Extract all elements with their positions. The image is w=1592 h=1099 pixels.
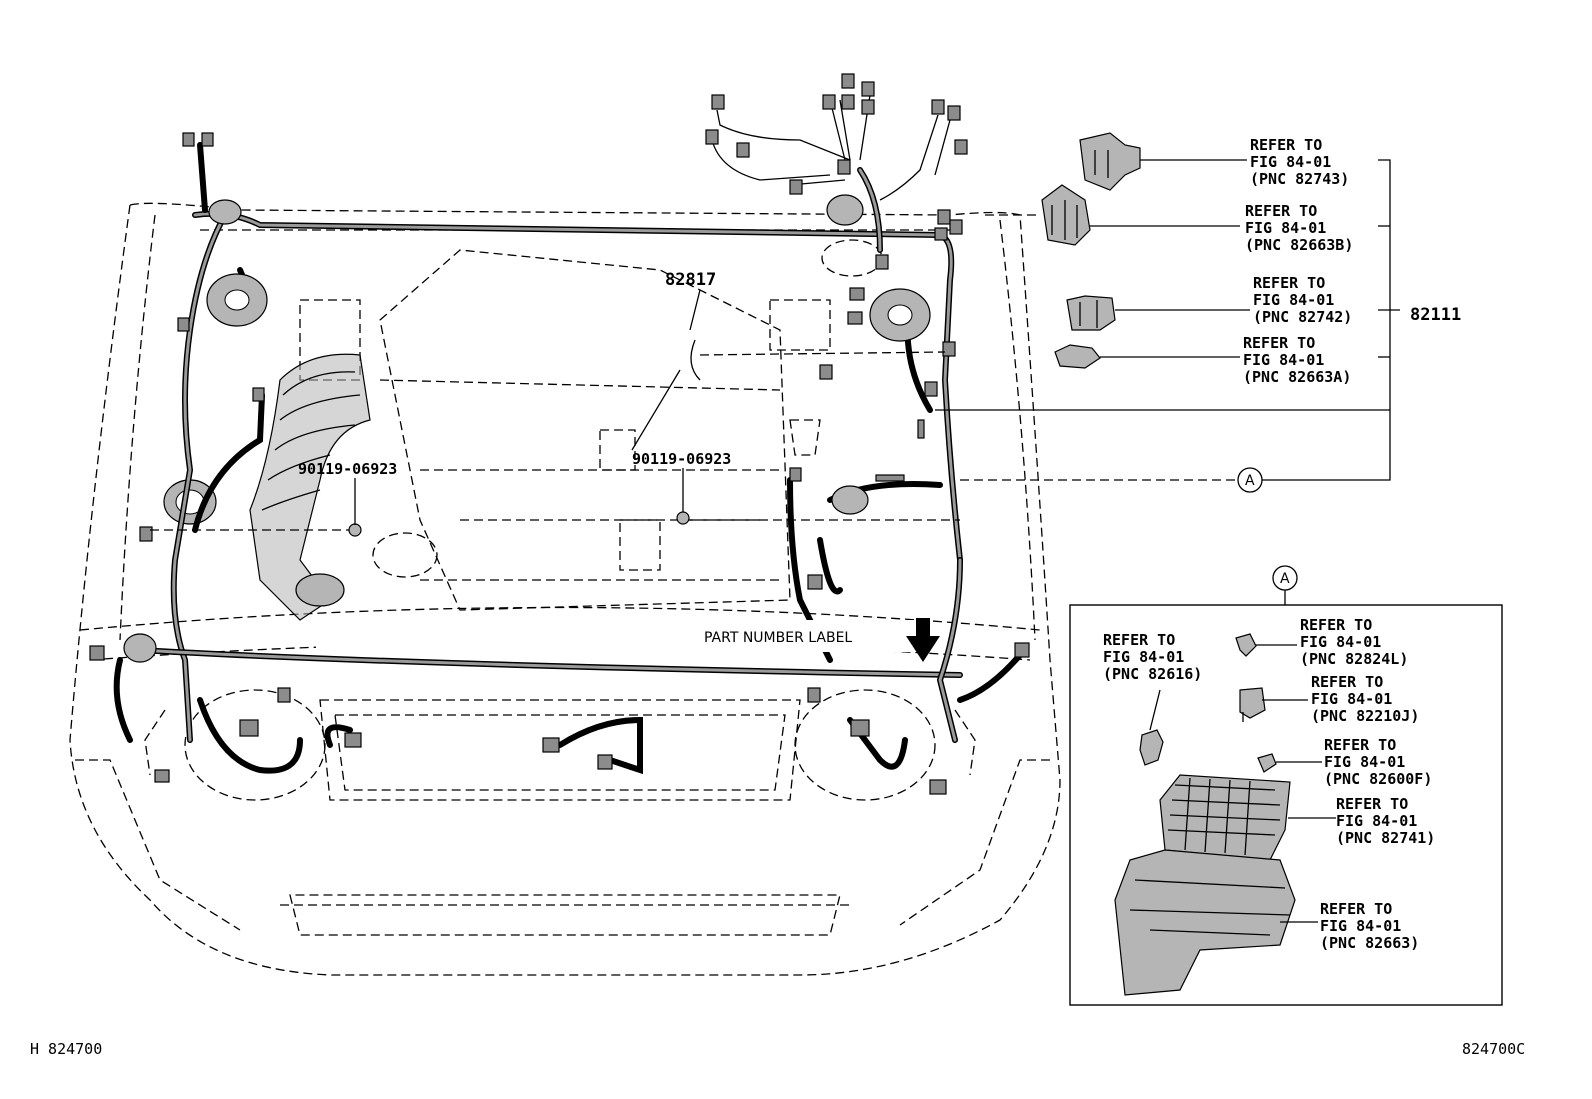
svg-text:REFER TO: REFER TO: [1245, 202, 1317, 220]
refer-block-82741: REFER TO FIG 84-01 (PNC 82741): [1336, 795, 1435, 847]
svg-text:(PNC 82210J): (PNC 82210J): [1311, 707, 1419, 725]
svg-text:REFER TO: REFER TO: [1253, 274, 1325, 292]
svg-text:FIG 84-01: FIG 84-01: [1250, 153, 1331, 171]
refer-block-82600f: REFER TO FIG 84-01 (PNC 82600F): [1324, 736, 1432, 788]
svg-text:(PNC 82741): (PNC 82741): [1336, 829, 1435, 847]
svg-text:REFER TO: REFER TO: [1243, 334, 1315, 352]
callout-bolt-center: 90119-06923: [632, 450, 731, 468]
fasteners: [150, 289, 960, 537]
ref-a-main-circle: [1237, 467, 1263, 493]
refer-block-82742: REFER TO FIG 84-01 (PNC 82742): [1253, 274, 1352, 326]
svg-text:FIG 84-01: FIG 84-01: [1253, 291, 1334, 309]
upper-harness-branches: [197, 94, 951, 213]
svg-text:(PNC 82663B): (PNC 82663B): [1245, 236, 1353, 254]
refer-block-82663: REFER TO FIG 84-01 (PNC 82663): [1320, 900, 1419, 952]
refer-block-82663b: REFER TO FIG 84-01 (PNC 82663B): [1245, 202, 1353, 254]
callout-main-assy: 82111: [1410, 305, 1461, 325]
svg-text:REFER TO: REFER TO: [1336, 795, 1408, 813]
footer-right-code: 824700C: [1462, 1040, 1526, 1058]
refer-block-82824l: REFER TO FIG 84-01 (PNC 82824L): [1300, 616, 1408, 668]
callout-part-number-label: PART NUMBER LABEL: [704, 630, 852, 646]
svg-text:FIG 84-01: FIG 84-01: [1245, 219, 1326, 237]
inset-box-a: [1069, 565, 1503, 1006]
svg-text:FIG 84-01: FIG 84-01: [1300, 633, 1381, 651]
svg-text:(PNC 82663): (PNC 82663): [1320, 934, 1419, 952]
air-intake-hose: [163, 353, 371, 621]
grommets: [123, 194, 931, 663]
reference-connectors: [935, 132, 1400, 493]
svg-text:REFER TO: REFER TO: [1250, 136, 1322, 154]
svg-text:FIG 84-01: FIG 84-01: [1103, 648, 1184, 666]
refer-block-82616: REFER TO FIG 84-01 (PNC 82616): [1103, 631, 1202, 683]
svg-text:FIG 84-01: FIG 84-01: [1336, 812, 1417, 830]
svg-text:REFER TO: REFER TO: [1311, 673, 1383, 691]
footer-left-code: H 824700: [30, 1040, 103, 1058]
ref-a-inset-letter: A: [1280, 571, 1290, 587]
svg-text:REFER TO: REFER TO: [1300, 616, 1372, 634]
svg-text:FIG 84-01: FIG 84-01: [1324, 753, 1405, 771]
callout-bolt-left: 90119-06923: [298, 460, 397, 478]
refer-block-82743: REFER TO FIG 84-01 (PNC 82743): [1250, 136, 1349, 188]
callout-82817: 82817: [665, 270, 716, 290]
svg-text:(PNC 82824L): (PNC 82824L): [1300, 650, 1408, 668]
svg-text:(PNC 82742): (PNC 82742): [1253, 308, 1352, 326]
text-labels: 82817 90119-06923 90119-06923 82111 PART…: [298, 136, 1461, 952]
svg-text:FIG 84-01: FIG 84-01: [1243, 351, 1324, 369]
svg-text:(PNC 82743): (PNC 82743): [1250, 170, 1349, 188]
ref-a-main-letter: A: [1245, 473, 1255, 489]
svg-text:REFER TO: REFER TO: [1320, 900, 1392, 918]
refer-block-82210j: REFER TO FIG 84-01 (PNC 82210J): [1311, 673, 1419, 725]
svg-text:FIG 84-01: FIG 84-01: [1320, 917, 1401, 935]
svg-text:(PNC 82600F): (PNC 82600F): [1324, 770, 1432, 788]
refer-block-82663a: REFER TO FIG 84-01 (PNC 82663A): [1243, 334, 1351, 386]
headlamps-and-grille: [144, 689, 976, 801]
part-number-label-callout: [316, 618, 940, 662]
svg-text:(PNC 82616): (PNC 82616): [1103, 665, 1202, 683]
harness-connectors: [89, 73, 1030, 795]
svg-text:REFER TO: REFER TO: [1324, 736, 1396, 754]
svg-text:(PNC 82663A): (PNC 82663A): [1243, 368, 1351, 386]
svg-text:FIG 84-01: FIG 84-01: [1311, 690, 1392, 708]
svg-text:REFER TO: REFER TO: [1103, 631, 1175, 649]
